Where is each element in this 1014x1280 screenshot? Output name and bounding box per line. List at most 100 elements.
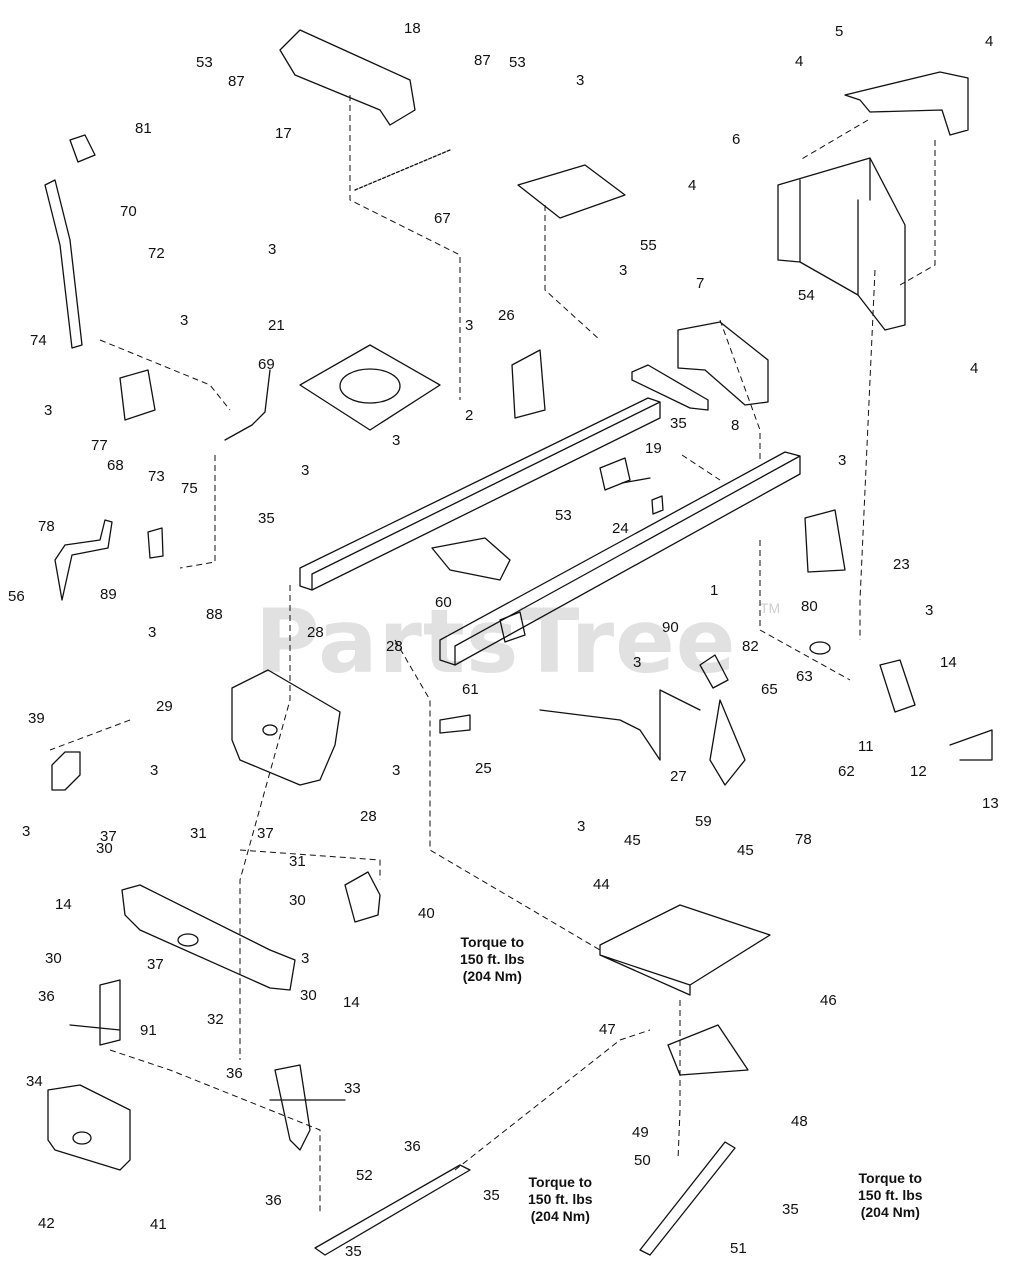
callout-3o: 3 bbox=[22, 823, 30, 840]
bracket-twentynine bbox=[231, 669, 341, 786]
callout-30d: 30 bbox=[300, 987, 317, 1004]
callout-28c: 28 bbox=[360, 808, 377, 825]
callout-69: 69 bbox=[258, 356, 275, 373]
callout-36a: 36 bbox=[38, 988, 55, 1005]
callout-8: 8 bbox=[731, 417, 739, 434]
callout-48: 48 bbox=[791, 1113, 808, 1130]
callout-5: 5 bbox=[835, 23, 843, 40]
torque-note-line: Torque to bbox=[460, 934, 525, 950]
callout-51: 51 bbox=[730, 1240, 747, 1257]
callout-3j: 3 bbox=[925, 602, 933, 619]
callout-3p: 3 bbox=[577, 818, 585, 835]
callout-14b: 14 bbox=[55, 896, 72, 913]
bracket-sixtyone bbox=[499, 611, 526, 643]
shaft-twentyseven bbox=[539, 689, 701, 761]
callout-14c: 14 bbox=[343, 994, 360, 1011]
disk bbox=[809, 641, 831, 655]
spring bbox=[354, 149, 451, 191]
callout-46: 46 bbox=[820, 992, 837, 1009]
callout-30a: 30 bbox=[96, 840, 113, 857]
callout-3e: 3 bbox=[268, 241, 276, 258]
callout-53a: 53 bbox=[196, 54, 213, 71]
callout-3c: 3 bbox=[576, 72, 584, 89]
callout-28a: 28 bbox=[307, 624, 324, 641]
front-axle bbox=[121, 884, 296, 991]
callout-87b: 87 bbox=[474, 52, 491, 69]
callout-50: 50 bbox=[634, 1152, 651, 1169]
callout-31a: 31 bbox=[190, 825, 207, 842]
callout-70: 70 bbox=[120, 203, 137, 220]
callout-29: 29 bbox=[156, 698, 173, 715]
callout-42: 42 bbox=[38, 1215, 55, 1232]
spindle-left bbox=[69, 979, 121, 1046]
callout-13: 13 bbox=[982, 795, 999, 812]
callout-60: 60 bbox=[435, 594, 452, 611]
callout-87a: 87 bbox=[228, 73, 245, 90]
callout-30c: 30 bbox=[45, 950, 62, 967]
callout-41: 41 bbox=[150, 1216, 167, 1233]
callout-28b: 28 bbox=[386, 638, 403, 655]
lift-pedal bbox=[54, 519, 113, 601]
callout-61: 61 bbox=[462, 681, 479, 698]
callout-17: 17 bbox=[275, 125, 292, 142]
bracket-twentyfive bbox=[439, 714, 471, 734]
bracket-seventyseven bbox=[119, 369, 156, 421]
torque-note-line: (204 Nm) bbox=[462, 968, 522, 984]
callout-74: 74 bbox=[30, 332, 47, 349]
torque-note-line: (204 Nm) bbox=[530, 1208, 590, 1224]
shift-knob bbox=[69, 134, 96, 163]
part-eleven bbox=[879, 659, 916, 713]
drag-link-fiftyone bbox=[639, 1141, 736, 1256]
callout-4c: 4 bbox=[688, 177, 696, 194]
mount-plate-fortysix bbox=[599, 904, 771, 996]
torque-note-line: Torque to bbox=[858, 1170, 923, 1186]
callout-3b: 3 bbox=[180, 312, 188, 329]
shift-lever bbox=[44, 179, 83, 349]
callout-53c: 53 bbox=[555, 507, 572, 524]
bracket-fortyone bbox=[47, 1084, 131, 1171]
callout-78a: 78 bbox=[38, 518, 55, 535]
callout-3q: 3 bbox=[301, 950, 309, 967]
lever-bracket bbox=[279, 29, 416, 126]
linkage-rod bbox=[224, 369, 271, 441]
callout-3a: 3 bbox=[44, 402, 52, 419]
frame-rail-left bbox=[299, 397, 661, 591]
callout-35b: 35 bbox=[258, 510, 275, 527]
bracket-thirtynine bbox=[51, 751, 81, 791]
callout-19: 19 bbox=[645, 440, 662, 457]
callout-37a: 37 bbox=[100, 828, 117, 845]
callout-35e: 35 bbox=[782, 1201, 799, 1218]
torque-note-line: 150 ft. lbs bbox=[528, 1191, 593, 1207]
callout-45a: 45 bbox=[624, 832, 641, 849]
bracket-nineteen bbox=[599, 457, 664, 515]
callout-18: 18 bbox=[404, 20, 421, 37]
lever-sixtyfive bbox=[709, 699, 746, 786]
rod-thirteen bbox=[949, 729, 993, 761]
callout-36d: 36 bbox=[265, 1192, 282, 1209]
callout-89: 89 bbox=[100, 586, 117, 603]
callout-4b: 4 bbox=[985, 33, 993, 50]
torque-note-line: 150 ft. lbs bbox=[460, 951, 525, 967]
guard-fortyeight bbox=[667, 1024, 749, 1076]
callout-62: 62 bbox=[838, 763, 855, 780]
callout-49: 49 bbox=[632, 1124, 649, 1141]
callout-3n: 3 bbox=[392, 762, 400, 779]
callout-34: 34 bbox=[26, 1073, 43, 1090]
callout-3f: 3 bbox=[465, 317, 473, 334]
frame-rail-right bbox=[439, 451, 801, 666]
callout-3m: 3 bbox=[150, 762, 158, 779]
callout-3i: 3 bbox=[838, 452, 846, 469]
callout-4d: 4 bbox=[970, 360, 978, 377]
bracket-twentysix bbox=[511, 349, 546, 419]
callout-30b: 30 bbox=[289, 892, 306, 909]
callout-75: 75 bbox=[181, 480, 198, 497]
torque-note-line: 150 ft. lbs bbox=[858, 1187, 923, 1203]
callout-32: 32 bbox=[207, 1011, 224, 1028]
callout-25: 25 bbox=[475, 760, 492, 777]
callout-3g: 3 bbox=[392, 432, 400, 449]
panel-plate bbox=[517, 164, 626, 219]
callout-45b: 45 bbox=[737, 842, 754, 859]
callout-3l: 3 bbox=[633, 654, 641, 671]
bracket-seven bbox=[677, 321, 769, 406]
torque-note-axle: Torque to 150 ft. lbs (204 Nm) bbox=[460, 934, 525, 985]
